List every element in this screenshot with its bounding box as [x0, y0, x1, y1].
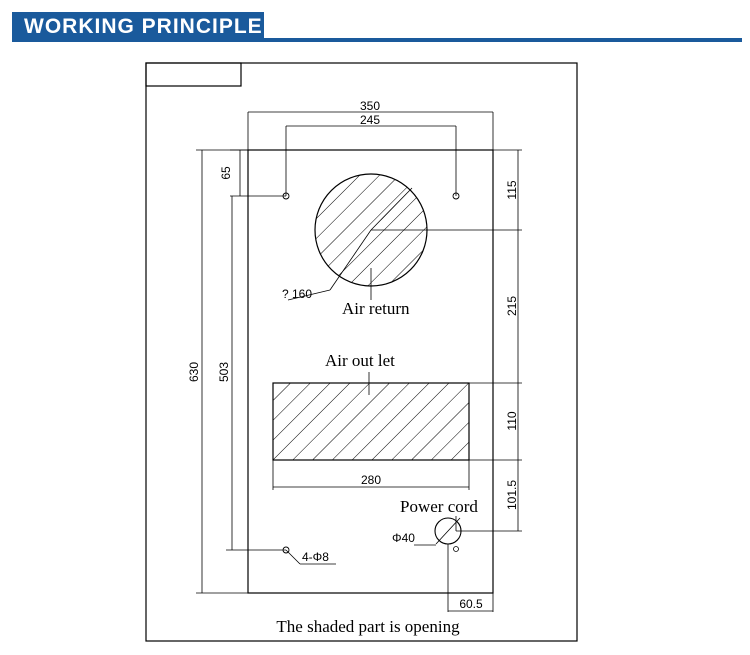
dim-right-top: 115 [505, 180, 519, 199]
air-outlet-hatch [273, 383, 469, 460]
unit-body [247, 149, 494, 594]
mount-holes-label: 4-Φ8 [302, 550, 329, 564]
section-title: WORKING PRINCIPLE [12, 12, 264, 42]
caption: The shaded part is opening [276, 617, 460, 636]
air-outlet-label: Air out let [325, 351, 395, 370]
dim-overall-height: 630 [187, 362, 201, 382]
dim-right-mid: 215 [505, 296, 519, 316]
mount-hole-top-right [452, 192, 460, 200]
outer-frame [145, 62, 578, 642]
dim-outlet-width: 280 [361, 473, 381, 487]
section-header: WORKING PRINCIPLE [12, 12, 742, 42]
title-block [145, 62, 242, 87]
cord-diameter-label: Φ40 [392, 531, 415, 545]
dim-cord-offset: 60.5 [459, 597, 483, 611]
dim-right-low: 101.5 [505, 480, 519, 510]
air-outlet-opening [272, 382, 470, 461]
air-return-label: Air return [342, 299, 410, 318]
power-cord-label: Power cord [400, 497, 478, 516]
return-diameter-label: ? 160 [282, 287, 312, 301]
dim-top-offset: 65 [219, 166, 233, 180]
header-underline [12, 38, 742, 42]
dim-overall-width: 350 [360, 99, 380, 113]
dim-hole-height: 503 [217, 362, 231, 382]
dim-hole-spacing: 245 [360, 113, 380, 127]
dim-right-outlet: 110 [505, 411, 519, 430]
